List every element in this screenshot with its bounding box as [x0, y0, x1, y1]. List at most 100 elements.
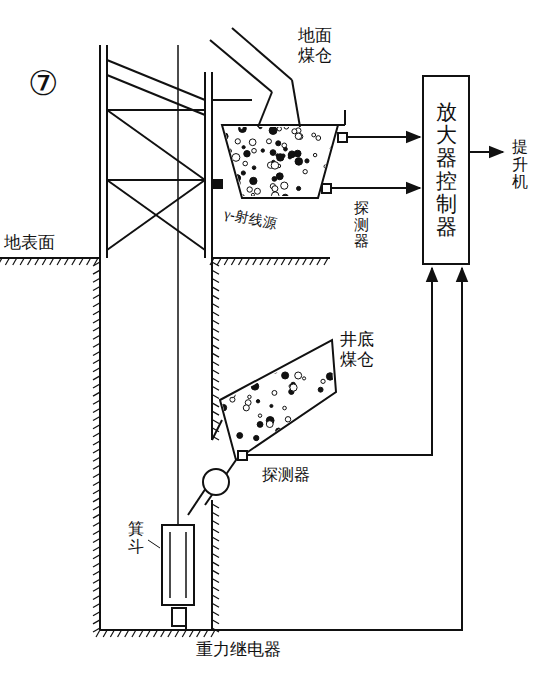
coal-lump: [249, 139, 256, 146]
hatch-mark: [93, 595, 100, 599]
hatch-mark: [212, 587, 219, 591]
brace: [107, 180, 205, 250]
coal-lump: [321, 379, 325, 383]
coal-lump: [313, 426, 319, 432]
hatch-mark: [93, 270, 100, 274]
hatch-mark: [324, 258, 328, 265]
brace: [107, 75, 205, 115]
hatch-mark: [93, 262, 100, 266]
hatch-mark: [212, 611, 219, 615]
hatch-mark: [93, 408, 100, 412]
coal-lump: [295, 158, 303, 166]
hatch-mark: [224, 258, 228, 265]
coal-lump: [256, 349, 262, 355]
coal-lump: [328, 338, 333, 343]
coal-lump: [236, 337, 243, 344]
ground-line: [0, 257, 100, 259]
coal-lump: [241, 171, 245, 175]
coal-lump: [270, 404, 273, 407]
hatch-mark: [118, 630, 122, 637]
brace: [107, 109, 205, 111]
coal-lump: [270, 441, 275, 446]
hatch-mark: [212, 312, 219, 316]
shaft-wall: [211, 72, 213, 440]
hatch-mark: [161, 630, 165, 637]
coal-lump: [295, 372, 302, 379]
chute-plate: [212, 99, 252, 101]
part-label: 探测器: [262, 466, 310, 484]
coal-lump: [285, 417, 290, 422]
hatch-mark: [93, 457, 100, 461]
hatch-mark: [317, 258, 321, 265]
coal-lump: [284, 124, 289, 129]
hatch-mark: [212, 595, 219, 599]
coal-lump: [303, 377, 306, 380]
coal-lump: [253, 458, 256, 461]
hatch-mark: [28, 258, 32, 265]
hatch-mark: [168, 630, 172, 637]
hatch-mark: [93, 530, 100, 534]
hatch-mark: [93, 425, 100, 429]
coal-lump: [261, 149, 264, 152]
hatch-mark: [96, 630, 100, 637]
coal-lump: [225, 149, 230, 154]
coal-lump: [220, 368, 224, 372]
hatch-mark: [212, 386, 219, 390]
coal-lump: [247, 187, 252, 192]
hatch-mark: [93, 587, 100, 591]
gravity-relay: [172, 608, 186, 626]
hatch-mark: [93, 465, 100, 469]
hatch-mark: [93, 482, 100, 486]
hatch-mark: [197, 630, 201, 637]
hatch-mark: [93, 400, 100, 404]
hatch-mark: [93, 351, 100, 355]
hatch-mark: [110, 630, 114, 637]
hatch-mark: [93, 620, 100, 624]
coal-lump: [266, 139, 271, 144]
hatch-mark: [210, 258, 214, 265]
coal-lump: [290, 354, 298, 362]
coal-lump: [226, 358, 229, 361]
hatch-mark: [175, 630, 179, 637]
skip: [162, 525, 194, 605]
hatch-mark: [0, 258, 2, 265]
part-label: 井底煤仓: [340, 330, 380, 369]
coal-lump: [277, 127, 281, 131]
coal-lump: [322, 192, 327, 197]
coal-lump: [276, 141, 281, 146]
hatch-mark: [93, 417, 100, 421]
hatch-mark: [93, 449, 100, 453]
hatch-mark: [93, 571, 100, 575]
coal-lump: [252, 148, 257, 153]
coal-lump: [330, 445, 334, 449]
hatch-mark: [189, 630, 193, 637]
signal-wire: [186, 268, 462, 630]
coal-lump: [290, 350, 293, 353]
shaft-wall: [211, 500, 213, 630]
coal-lump: [257, 422, 263, 428]
surface-bin: [222, 125, 338, 198]
hatch-mark: [93, 376, 100, 380]
signal-wire: [331, 187, 420, 189]
hatch-mark: [260, 258, 264, 265]
coal-lump: [222, 133, 229, 140]
coal-lump: [276, 428, 282, 434]
coal-lump: [266, 421, 273, 428]
coal-lump: [256, 400, 259, 403]
coal-lump: [265, 373, 268, 376]
hatch-mark: [212, 521, 219, 525]
hatch-mark: [132, 630, 136, 637]
coal-lump: [272, 390, 277, 395]
coal-lump: [219, 374, 225, 380]
hatch-mark: [212, 378, 219, 382]
hatch-mark: [212, 303, 219, 307]
hatch-mark: [93, 311, 100, 315]
coal-lump: [239, 125, 247, 133]
hatch-mark: [93, 441, 100, 445]
coal-lump: [240, 126, 243, 129]
coal-lump: [231, 378, 235, 382]
shaft-wall: [99, 45, 101, 630]
bottom-bin: [220, 340, 336, 460]
leader-line: [148, 540, 160, 548]
hatch-mark: [50, 258, 54, 265]
